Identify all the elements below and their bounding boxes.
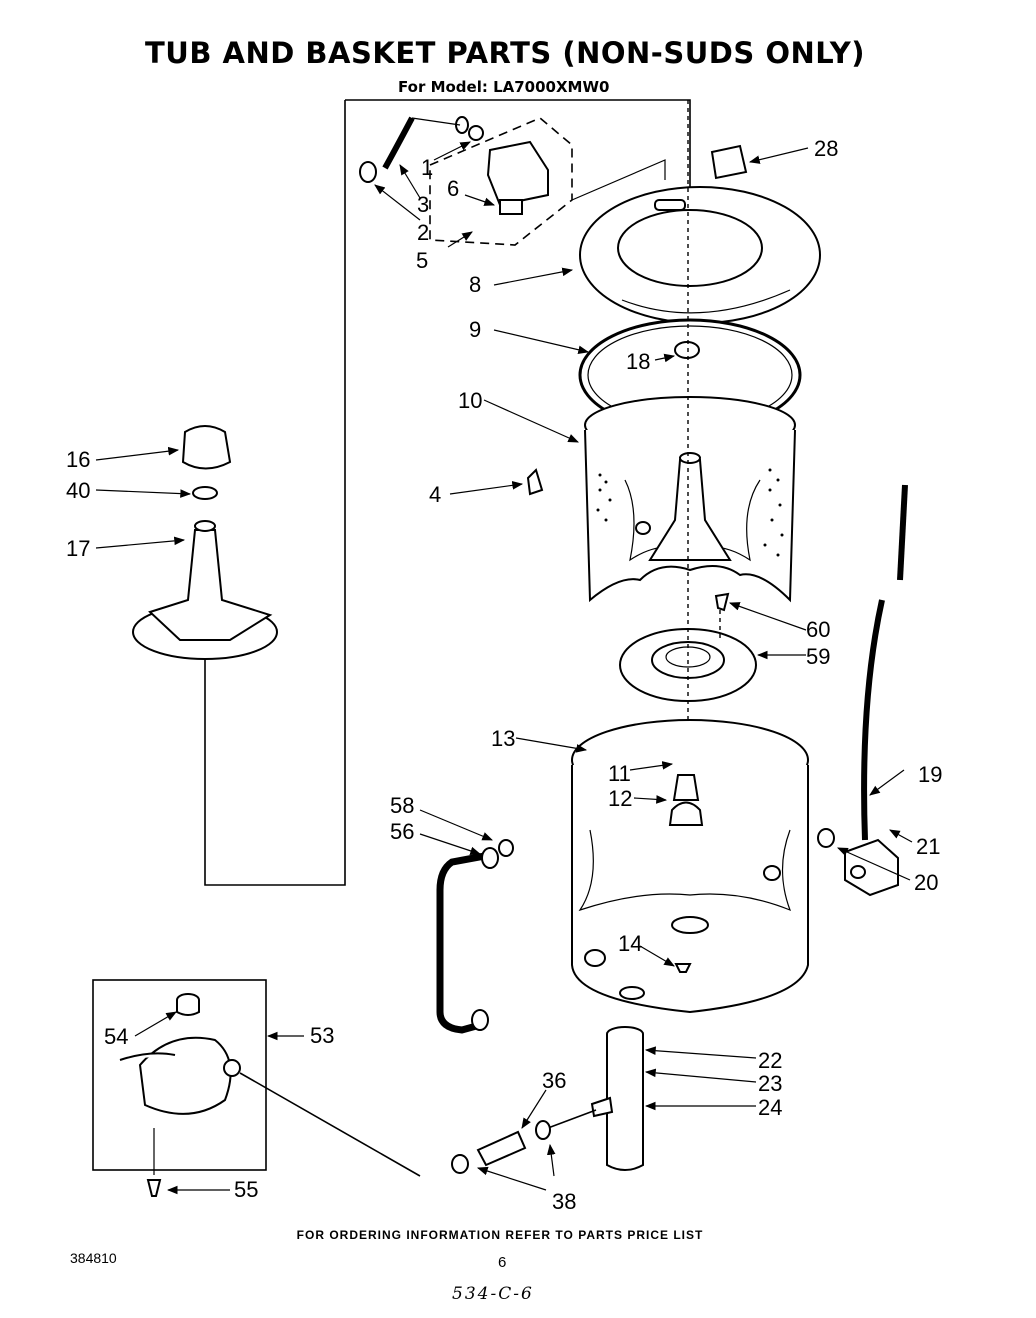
tag-28 bbox=[710, 144, 748, 180]
part-12 bbox=[668, 801, 704, 826]
assembly-frame-line bbox=[204, 100, 346, 886]
callout-labels: 1 2 3 4 5 6 8 9 10 11 12 13 14 16 17 18 … bbox=[66, 136, 942, 1214]
clamp-2 bbox=[359, 161, 377, 183]
callout-3: 3 bbox=[417, 192, 429, 217]
agitator-assembly bbox=[132, 425, 278, 660]
ordering-note: FOR ORDERING INFORMATION REFER TO PARTS … bbox=[296, 1228, 704, 1242]
agitator-cap-16 bbox=[181, 425, 232, 470]
right-hose-assembly bbox=[817, 484, 908, 897]
callout-59: 59 bbox=[806, 644, 830, 669]
callout-53: 53 bbox=[310, 1023, 334, 1048]
leader-lines bbox=[95, 141, 913, 1195]
callout-16: 16 bbox=[66, 447, 90, 472]
dispenser-group bbox=[359, 116, 666, 246]
callout-36: 36 bbox=[542, 1068, 566, 1093]
callout-21: 21 bbox=[916, 834, 940, 859]
callout-22: 22 bbox=[758, 1048, 782, 1073]
dispenser-body bbox=[486, 140, 549, 207]
document-number: 384810 bbox=[70, 1250, 117, 1266]
outer-tub-13 bbox=[571, 719, 809, 1014]
callout-10: 10 bbox=[458, 388, 482, 413]
callout-19: 19 bbox=[918, 762, 942, 787]
fill-hose bbox=[382, 116, 415, 170]
callout-13: 13 bbox=[491, 726, 515, 751]
handwritten-note: 534-C-6 bbox=[452, 1284, 534, 1304]
agitator-17 bbox=[148, 529, 273, 641]
callout-12: 12 bbox=[608, 786, 632, 811]
left-hose-assembly bbox=[436, 839, 514, 1034]
screw-55 bbox=[146, 1179, 162, 1197]
washer-40 bbox=[192, 486, 218, 500]
drain-assembly bbox=[590, 1026, 644, 1171]
callout-58: 58 bbox=[390, 793, 414, 818]
screw-14 bbox=[674, 963, 692, 973]
callout-9: 9 bbox=[469, 317, 481, 342]
callout-54: 54 bbox=[104, 1024, 128, 1049]
callout-5: 5 bbox=[416, 248, 428, 273]
callout-18: 18 bbox=[626, 349, 650, 374]
callout-24: 24 bbox=[758, 1095, 782, 1120]
callout-6: 6 bbox=[447, 176, 459, 201]
callout-14: 14 bbox=[618, 931, 642, 956]
basket bbox=[584, 396, 796, 603]
pump-54 bbox=[119, 993, 241, 1115]
tub-ring bbox=[579, 186, 821, 324]
callout-28: 28 bbox=[814, 136, 838, 161]
o-ring-1 bbox=[468, 125, 484, 141]
callout-17: 17 bbox=[66, 536, 90, 561]
callout-11: 11 bbox=[608, 761, 631, 786]
callout-23: 23 bbox=[758, 1071, 782, 1096]
callout-38: 38 bbox=[552, 1189, 576, 1214]
callout-56: 56 bbox=[390, 819, 414, 844]
dispenser-clip bbox=[499, 199, 523, 215]
callout-60: 60 bbox=[806, 617, 830, 642]
callout-55: 55 bbox=[234, 1177, 258, 1202]
callout-8: 8 bbox=[469, 272, 481, 297]
callout-4: 4 bbox=[429, 482, 441, 507]
pump-to-hose-line bbox=[239, 1072, 421, 1177]
part-11 bbox=[672, 774, 700, 801]
callout-1: 1 bbox=[421, 155, 433, 180]
pump-box-53 bbox=[92, 979, 267, 1171]
model-line: For Model: LA7000XMW0 bbox=[398, 78, 610, 96]
clip-60 bbox=[714, 592, 730, 612]
callout-2: 2 bbox=[417, 220, 429, 245]
nut-18 bbox=[674, 341, 700, 359]
callout-20: 20 bbox=[914, 870, 938, 895]
diagram-title: TUB AND BASKET PARTS (NON-SUDS ONLY) bbox=[145, 36, 865, 70]
page-number: 6 bbox=[498, 1254, 507, 1271]
pump-hose-36 bbox=[451, 1120, 551, 1174]
callout-40: 40 bbox=[66, 478, 90, 503]
clip-4 bbox=[526, 468, 544, 496]
